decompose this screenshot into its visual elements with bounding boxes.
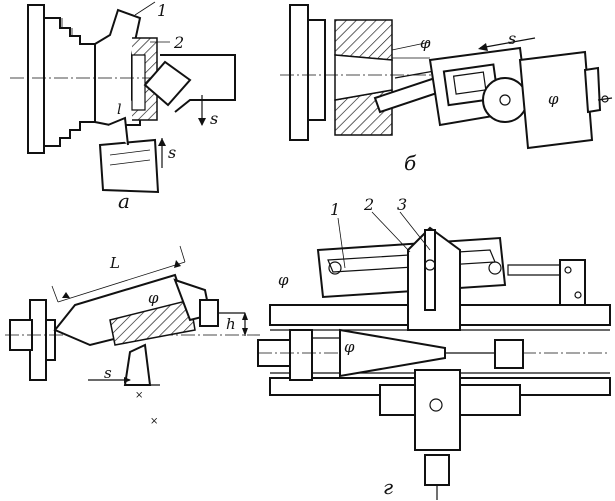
angle-label-phi: φ bbox=[344, 338, 355, 356]
part-label-2: 2 bbox=[363, 195, 374, 214]
feed-label-s: s bbox=[210, 109, 218, 128]
feed-label-s: s bbox=[508, 29, 516, 48]
feed-arrow-b bbox=[478, 37, 536, 51]
tailstock-center-v bbox=[199, 299, 245, 327]
angle-b-left bbox=[391, 41, 431, 59]
feed-label-s: s bbox=[104, 364, 112, 382]
chuck-a bbox=[27, 4, 96, 154]
workpiece-g bbox=[339, 328, 495, 378]
panel-v: L φ h s × × bbox=[5, 245, 260, 427]
workpiece-b-section bbox=[334, 19, 393, 136]
angle-label-phi: φ bbox=[278, 271, 289, 289]
feed-arrow-a-top bbox=[198, 95, 206, 126]
leader-g-2 bbox=[371, 211, 411, 253]
panel-caption-g: г bbox=[383, 475, 393, 499]
angle-label-phi: φ bbox=[548, 90, 559, 108]
part-label-2: 2 bbox=[173, 33, 184, 52]
workpiece-v bbox=[53, 273, 212, 347]
tailstock-g bbox=[494, 339, 524, 369]
angle-label-phi: φ bbox=[420, 34, 431, 52]
angle-label-phi: φ bbox=[148, 289, 159, 307]
offset-label-h: h bbox=[226, 315, 236, 333]
leader-g-3 bbox=[399, 211, 431, 251]
part-label-3: 3 bbox=[397, 195, 407, 214]
panel-caption-b: б bbox=[404, 151, 417, 175]
dimension-h bbox=[242, 312, 248, 336]
chuck-b bbox=[289, 4, 326, 141]
mark-x: × bbox=[150, 416, 158, 427]
slider-3-g bbox=[407, 226, 461, 331]
feed-arrow-a-bottom bbox=[158, 138, 166, 168]
panel-a: 1 2 s s l а bbox=[10, 1, 236, 213]
length-label-L: L bbox=[109, 254, 120, 272]
length-label-l: l bbox=[117, 102, 121, 118]
cutter-v bbox=[123, 343, 160, 386]
panel-b: φ s φ б bbox=[280, 4, 613, 175]
tool-holder-a-right bbox=[143, 54, 236, 113]
tool-a-bottom bbox=[98, 116, 160, 194]
headstock-center-v bbox=[9, 299, 56, 381]
leader-g-1 bbox=[337, 217, 346, 269]
feed-arrow-v bbox=[88, 377, 131, 383]
compound-slide-b bbox=[428, 46, 613, 150]
part-label-1: 1 bbox=[330, 200, 340, 219]
carriage-g bbox=[379, 369, 521, 500]
panel-g: 1 2 3 φ φ г bbox=[257, 195, 611, 500]
part-label-1: 1 bbox=[157, 1, 167, 20]
mark-x: × bbox=[135, 390, 143, 401]
workpiece-a bbox=[94, 8, 158, 126]
dimension-L bbox=[51, 245, 186, 303]
panel-caption-a: а bbox=[118, 189, 130, 213]
feed-label-s: s bbox=[168, 143, 176, 162]
leader-a-1 bbox=[134, 1, 156, 16]
